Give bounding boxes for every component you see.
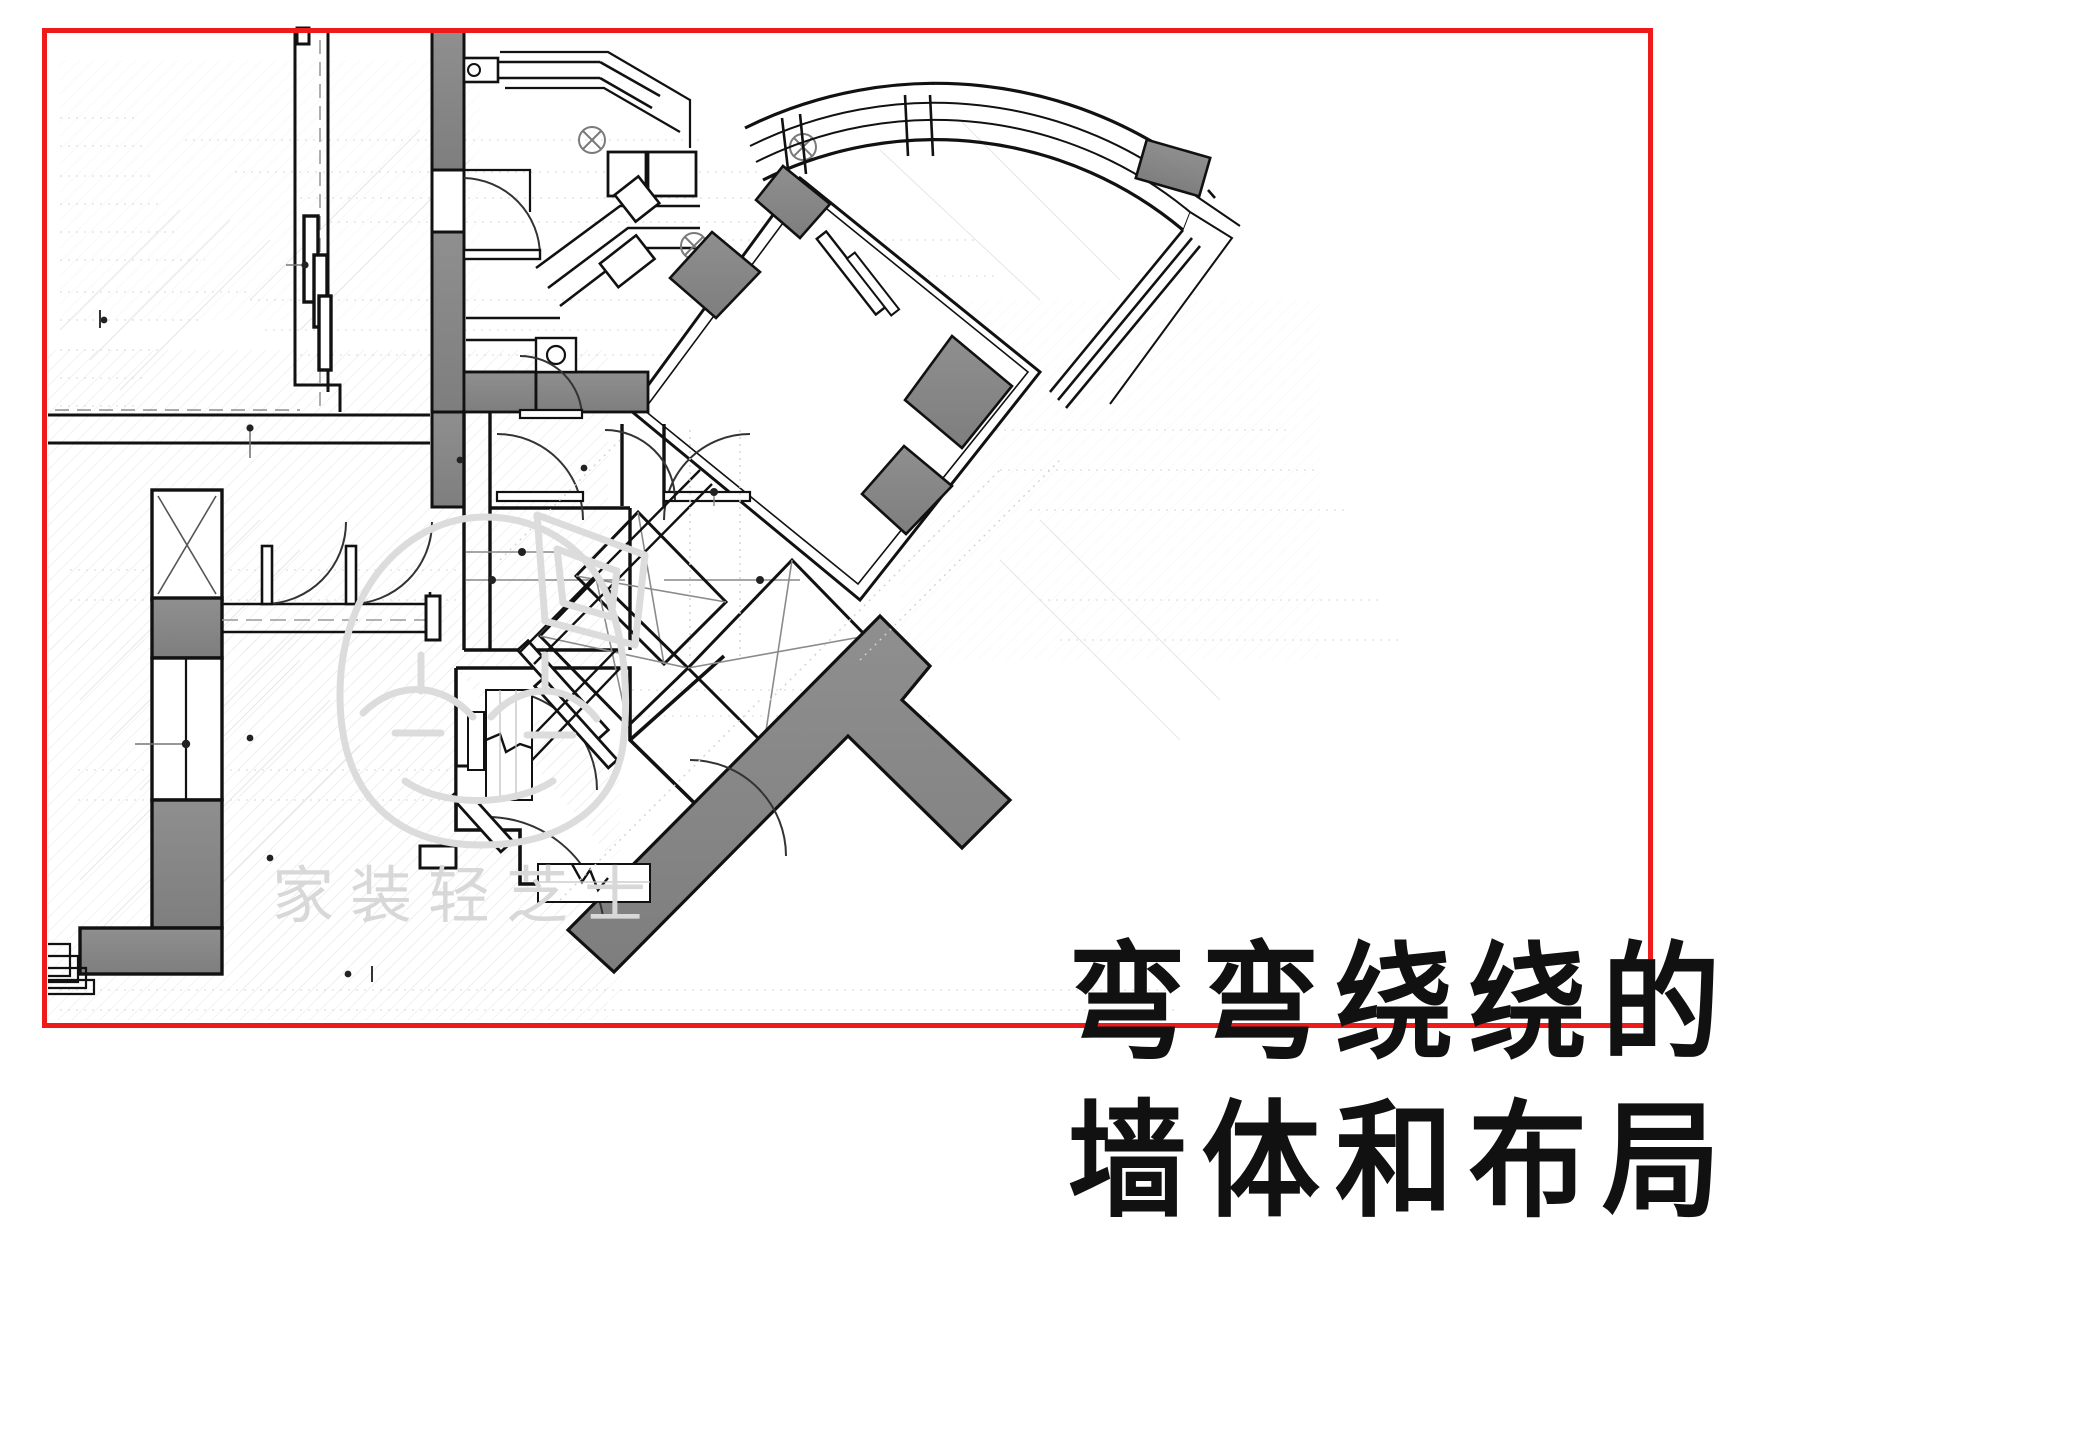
door-swings-hall [495,355,752,521]
hall-wall-gray-block [462,336,650,414]
rotated-bedroom-gray-walls [668,164,1014,536]
window-top-left [462,56,661,110]
bottom-left-steps [48,942,96,996]
upper-left-leader [246,261,309,458]
arc-wall-right-segment [1048,189,1216,409]
dimension-dots [100,316,588,978]
upper-left-column [302,214,333,372]
mid-left-window [424,594,442,642]
door-swing-topleft [462,177,542,261]
diagonal-corridor-walls [466,204,700,342]
wall-lower-diagonal-gray [565,613,1013,975]
headline-line-1: 弯弯绕绕的 [1068,930,1736,1077]
break-symbol-strip-2 [537,863,651,903]
left-column-leader [135,739,191,749]
arc-wall-mullions [780,94,1212,198]
arc-wall-outer-trim [1109,195,1241,405]
diagonal-corridor-wall-blocks [598,150,698,290]
headline-block: 弯弯绕绕的 墙体和布局 [1068,925,1778,1241]
window-frame-lines-topleft [464,50,692,212]
headline-line-2: 墙体和布局 [1068,1088,1736,1235]
left-column-wall [78,488,224,976]
rotated-bedroom-doorway [612,174,662,224]
upper-left-structure [48,30,430,445]
background-survey-lines [48,60,1400,1020]
upper-left-small-duct [295,26,311,46]
wall-top-vertical-white [430,168,466,234]
dimension-tick-marks [99,310,373,982]
